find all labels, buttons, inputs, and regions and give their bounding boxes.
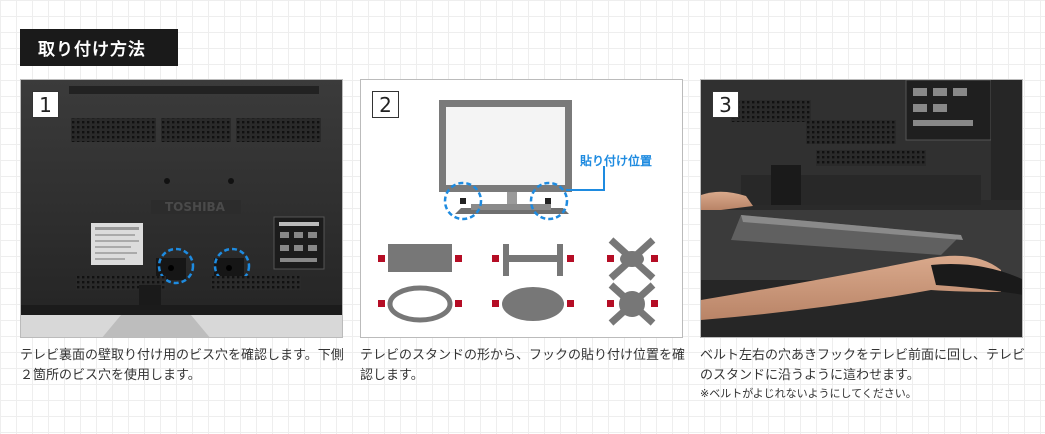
section-title: 取り付け方法 bbox=[20, 29, 178, 66]
hand-left bbox=[701, 191, 753, 210]
step-3-photo: 3 bbox=[700, 79, 1023, 338]
step-number: 2 bbox=[372, 91, 399, 118]
tv-back-photo: TOSHIBA bbox=[21, 80, 342, 337]
step-3-note: ※ベルトがよじれないようにしてください。 bbox=[700, 387, 917, 400]
brand-logo: TOSHIBA bbox=[165, 200, 226, 214]
step-3-caption: ベルト左右の穴あきフックをテレビ前面に回し、テレビのスタンドに沿うように這わせま… bbox=[700, 346, 1030, 401]
step-number: 3 bbox=[712, 91, 739, 118]
stand-shape-diagram bbox=[378, 100, 658, 326]
step-2-diagram: 2 bbox=[360, 79, 683, 338]
attach-position-label: 貼り付け位置 bbox=[580, 154, 653, 168]
attach-position-left bbox=[443, 181, 483, 221]
arm-right bbox=[701, 255, 1001, 320]
screw-hole-highlight-left bbox=[157, 247, 195, 285]
step-number: 1 bbox=[32, 91, 59, 118]
step-2-caption: テレビのスタンドの形から、フックの貼り付け位置を確認します。 bbox=[360, 348, 686, 383]
belt bbox=[931, 264, 1022, 295]
step-1-caption: テレビ裏面の壁取り付け用のビス穴を確認します。下側２箇所のビス穴を使用します。 bbox=[20, 348, 344, 383]
invalid-shape-1 bbox=[607, 237, 658, 281]
step-1-photo: TOSHIBA 1 bbox=[20, 79, 343, 338]
step-3-caption-text: ベルト左右の穴あきフックをテレビ前面に回し、テレビのスタンドに沿うように這わせま… bbox=[700, 348, 1026, 383]
attach-position-right bbox=[529, 181, 569, 221]
belt-install-photo bbox=[701, 80, 1022, 337]
invalid-shape-2 bbox=[607, 282, 658, 326]
